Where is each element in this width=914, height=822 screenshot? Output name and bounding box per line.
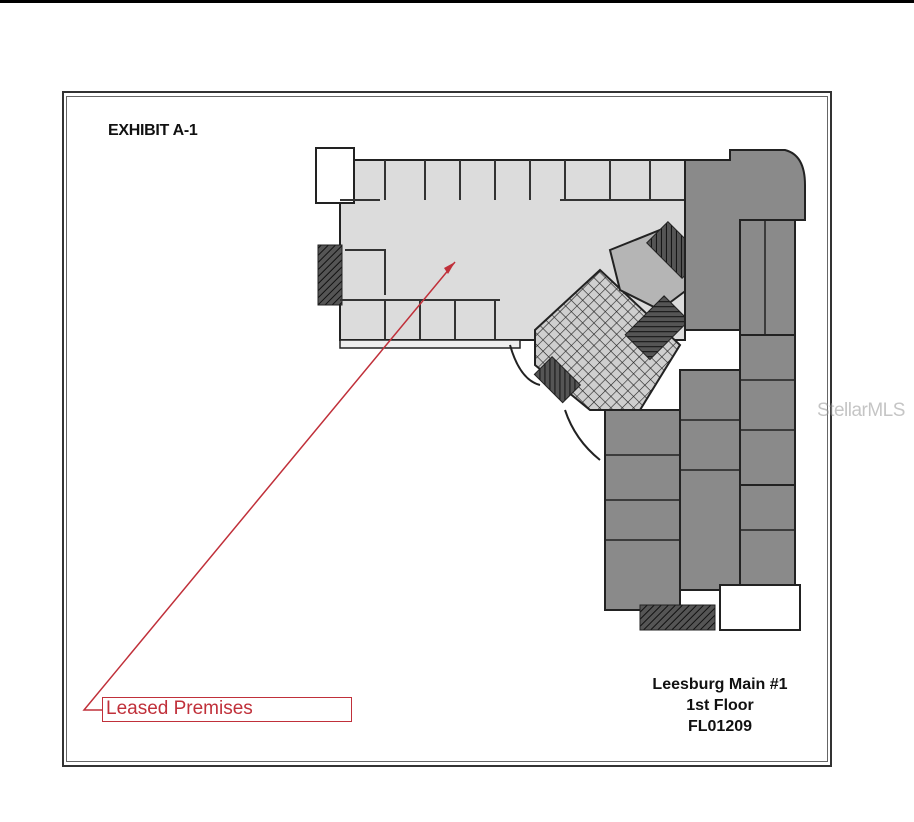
exhibit-title: EXHIBIT A-1 xyxy=(108,122,198,139)
floor-label: 1st Floor xyxy=(686,697,754,714)
top-border-rule xyxy=(0,0,914,3)
leased-premises-callout-arrow xyxy=(82,261,456,711)
exhibit-frame xyxy=(62,91,832,767)
exhibit-frame-inner xyxy=(66,96,828,762)
property-code: FL01209 xyxy=(687,718,753,735)
watermark: StellarMLS xyxy=(817,400,905,421)
other-tenant-areas xyxy=(509,149,806,631)
central-core xyxy=(533,221,704,411)
leased-premises-label: Leased Premises xyxy=(102,697,352,722)
leased-premises-area xyxy=(315,147,686,349)
building-caption: Leesburg Main #1 1st Floor FL01209 xyxy=(620,674,820,737)
building-name: Leesburg Main #1 xyxy=(652,676,788,693)
